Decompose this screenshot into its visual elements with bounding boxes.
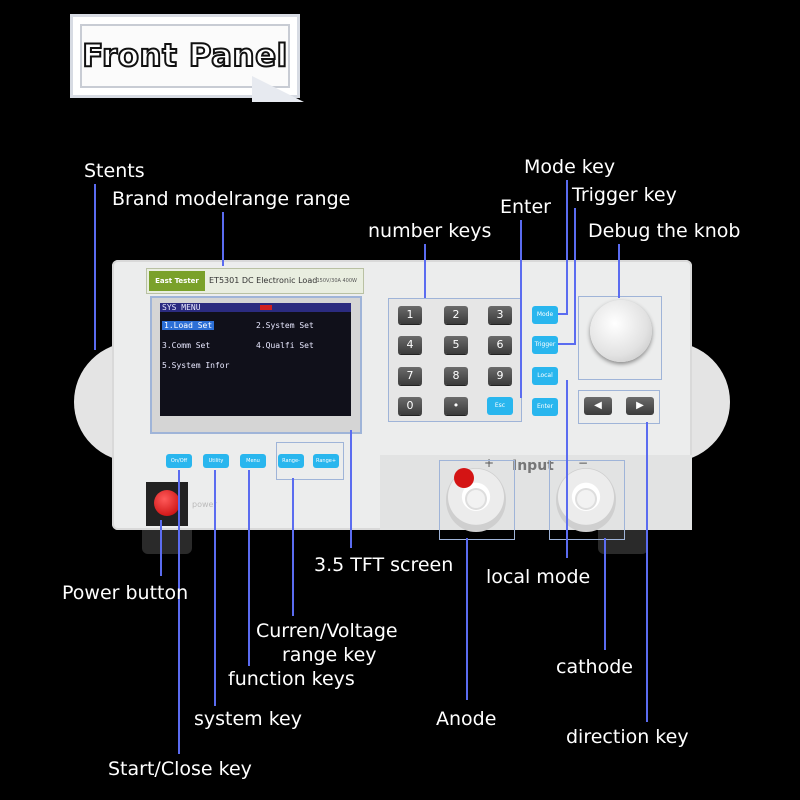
menu-item-system-infor: 5.System Infor — [162, 361, 230, 370]
menu-item-load-set: 1.Load Set — [162, 321, 215, 330]
line-brand — [222, 212, 224, 266]
line-knob — [618, 244, 620, 298]
key-1[interactable]: 1 — [398, 306, 422, 324]
right-foot — [598, 528, 648, 554]
key-7[interactable]: 7 — [398, 367, 422, 385]
line-trigger — [574, 208, 576, 344]
model-name: ET5301 DC Electronic Load — [209, 276, 318, 285]
line-enter — [520, 220, 522, 398]
line-tft — [350, 430, 352, 548]
model-range: 150V/30A 400W — [316, 278, 357, 284]
line-mode-h — [558, 313, 568, 315]
cathode-frame — [549, 460, 625, 540]
key-3[interactable]: 3 — [488, 306, 512, 324]
brand-name: East Tester — [149, 271, 205, 291]
minus-sign: − — [578, 456, 589, 470]
utility-button[interactable]: Utility — [203, 454, 229, 468]
line-trigger-h — [558, 343, 576, 345]
line-start-close — [178, 470, 180, 754]
label-range-key-2: range key — [282, 644, 377, 666]
arrow-right-button[interactable]: ▶ — [626, 397, 654, 415]
label-range-key-1: Curren/Voltage — [256, 620, 398, 642]
label-power-button: Power button — [62, 582, 189, 604]
menu-item-qualfi-set: 4.Qualfi Set — [256, 341, 314, 350]
tft-screen: SYS MENU 1.Load Set 2.System Set 3.Comm … — [160, 303, 351, 416]
key-6[interactable]: 6 — [488, 336, 512, 354]
input-strip — [380, 455, 692, 530]
label-enter: Enter — [500, 196, 551, 218]
key-0[interactable]: 0 — [398, 397, 422, 415]
anode-center — [467, 490, 485, 508]
line-stents — [94, 184, 96, 350]
line-function — [248, 470, 250, 666]
range-minus-button[interactable]: Range- — [278, 454, 304, 468]
brand-model-bar: East Tester ET5301 DC Electronic Load 15… — [146, 268, 364, 294]
label-debug-knob: Debug the knob — [588, 220, 741, 242]
menu-button[interactable]: Menu — [240, 454, 266, 468]
label-direction-key: direction key — [566, 726, 689, 748]
line-mode — [566, 180, 568, 314]
key-5[interactable]: 5 — [444, 336, 468, 354]
enter-button[interactable]: Enter — [532, 398, 558, 416]
input-label: Input — [512, 458, 554, 474]
label-local-mode: local mode — [486, 566, 591, 588]
screen-header-bar — [160, 303, 351, 312]
label-brand-model: Brand modelrange range — [112, 188, 351, 210]
menu-item-system-set: 2.System Set — [256, 321, 314, 330]
anode-red-cap — [454, 468, 474, 488]
range-keys-frame — [276, 442, 344, 480]
cathode-center — [577, 490, 595, 508]
line-power — [160, 520, 162, 576]
label-mode-key: Mode key — [524, 156, 616, 178]
line-range — [292, 478, 294, 616]
label-cathode: cathode — [556, 656, 633, 678]
key-2[interactable]: 2 — [444, 306, 468, 324]
left-foot — [142, 528, 192, 554]
local-button[interactable]: Local — [532, 367, 558, 385]
label-number-keys: number keys — [368, 220, 492, 242]
power-text: power — [192, 500, 217, 509]
esc-button[interactable]: Esc — [487, 397, 513, 415]
knob-frame — [578, 296, 662, 380]
trigger-button[interactable]: Trigger — [532, 336, 558, 354]
label-system-key: system key — [194, 708, 302, 730]
label-trigger-key: Trigger key — [572, 184, 677, 206]
title-badge: Front Panel — [70, 14, 304, 102]
debug-knob[interactable] — [590, 300, 652, 362]
line-anode — [466, 538, 468, 700]
label-stents: Stents — [84, 160, 145, 182]
key-4[interactable]: 4 — [398, 336, 422, 354]
line-cathode — [604, 538, 606, 650]
key-8[interactable]: 8 — [444, 367, 468, 385]
mode-button[interactable]: Mode — [532, 306, 558, 324]
label-anode: Anode — [436, 708, 497, 730]
key-dot[interactable]: • — [444, 397, 468, 415]
screen-indicator — [260, 305, 272, 310]
line-system — [214, 470, 216, 706]
screen-header: SYS MENU — [162, 303, 201, 312]
anode-frame — [439, 460, 515, 540]
folded-corner — [252, 76, 304, 102]
page-title: Front Panel — [81, 37, 288, 75]
label-tft-screen: 3.5 TFT screen — [314, 554, 454, 576]
line-direction — [646, 422, 648, 722]
range-plus-button[interactable]: Range+ — [313, 454, 339, 468]
line-local — [566, 380, 568, 558]
line-number-keys — [424, 244, 426, 298]
plus-sign: + — [484, 456, 495, 470]
direction-keys-frame — [578, 390, 660, 424]
power-button[interactable] — [154, 490, 180, 516]
on-off-button[interactable]: On/Off — [166, 454, 192, 468]
key-9[interactable]: 9 — [488, 367, 512, 385]
arrow-left-button[interactable]: ◀ — [584, 397, 612, 415]
menu-item-comm-set: 3.Comm Set — [162, 341, 211, 350]
label-function-keys: function keys — [228, 668, 355, 690]
label-start-close-key: Start/Close key — [108, 758, 252, 780]
